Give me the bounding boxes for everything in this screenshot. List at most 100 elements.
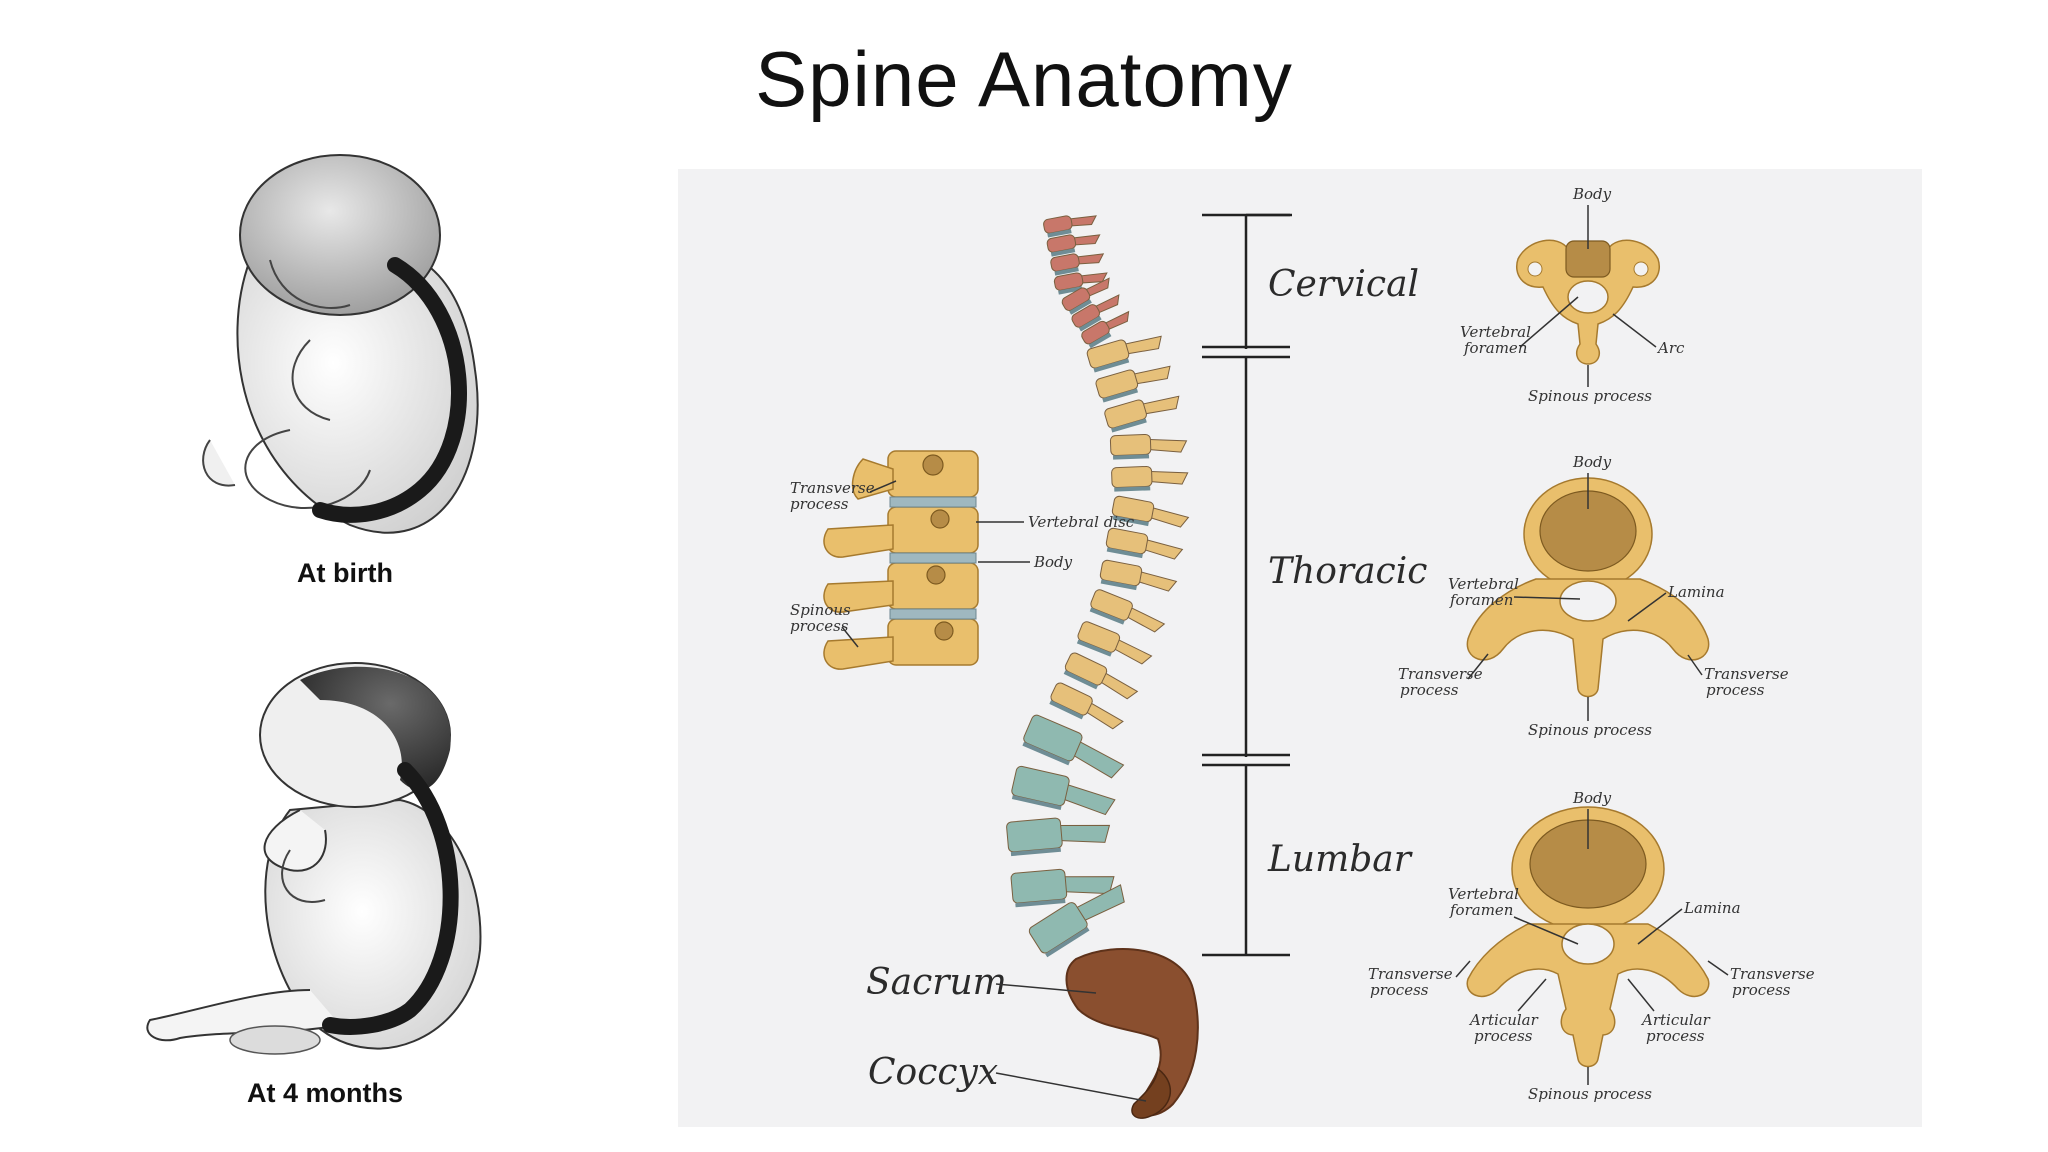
vertebra: [1053, 272, 1108, 295]
region-label-coccyx: Coccyx: [868, 1052, 998, 1093]
thoracic-transverse-right-label-2: process: [1706, 681, 1765, 699]
vertebra: [1022, 714, 1125, 779]
intervertebral-disc: [1050, 248, 1076, 257]
vertebra-body: [1061, 287, 1091, 311]
lumbar-transverse-left-label-2: process: [1370, 981, 1429, 999]
intervertebral-disc: [1089, 607, 1125, 625]
spine-diagram-panel: Cervical Thoracic Lumbar Sacrum Coccyx T…: [678, 169, 1922, 1127]
lumbar-transverse-left-label-1: Transverse: [1368, 965, 1453, 983]
cervical-body-label: Body: [1572, 185, 1612, 203]
vertebra: [1089, 589, 1166, 633]
intervertebral-disc: [1069, 299, 1092, 315]
region-label-lumbar: Lumbar: [1267, 839, 1413, 880]
thoracic-transverse-left-label-2: process: [1400, 681, 1459, 699]
lumbar-transverse-right-label-2: process: [1732, 981, 1791, 999]
vertebra: [1081, 310, 1130, 349]
side-spinous-label-2: process: [790, 617, 849, 635]
thoracic-spinous-label: Spinous process: [1528, 721, 1652, 739]
spine-diagram: Cervical Thoracic Lumbar Sacrum Coccyx T…: [790, 185, 1815, 1119]
coccyx-leader: [995, 1072, 1147, 1102]
vertebra: [1105, 527, 1184, 560]
thoracic-transverse-right-label-1: Transverse: [1704, 665, 1789, 683]
thoracic-vertebra-illustration: [1466, 477, 1710, 698]
vertebra: [1076, 621, 1153, 665]
cervical-spinous-label: Spinous process: [1528, 387, 1652, 405]
thoracic-foramen-label-1: Vertebral: [1448, 575, 1519, 593]
side-transverse-label-1: Transverse: [790, 479, 875, 497]
lumbar-articular-left-label-2: process: [1474, 1027, 1533, 1045]
lumbar-transverse-right-label-1: Transverse: [1730, 965, 1815, 983]
cervical-vertebra-illustration: [1516, 239, 1660, 365]
side-transverse-label-2: process: [790, 495, 849, 513]
cervical-foramen-label-2: foramen: [1463, 339, 1527, 357]
intervertebral-disc: [1011, 795, 1062, 811]
lumbar-lamina-label: Lamina: [1683, 899, 1741, 917]
thoracic-foramen-label-2: foramen: [1449, 591, 1513, 609]
side-view-vertebrae: [823, 450, 979, 670]
side-spinous-label-1: Spinous: [790, 601, 851, 619]
thoracic-body-label: Body: [1572, 453, 1612, 471]
vertebra: [1049, 682, 1124, 730]
intervertebral-disc: [1045, 927, 1090, 958]
infant-at-birth-caption: At birth: [297, 558, 393, 588]
infant-4-months-caption: At 4 months: [246, 1078, 403, 1108]
intervertebral-disc: [1076, 639, 1112, 657]
vertebra: [1011, 765, 1116, 816]
slide-title: Spine Anatomy: [755, 35, 1293, 123]
vertebra-body: [1109, 433, 1152, 457]
infant-at-birth-illustration: [202, 154, 479, 534]
vertebral-column: [1006, 215, 1190, 958]
intervertebral-disc: [1093, 358, 1130, 373]
region-label-sacrum: Sacrum: [866, 962, 1007, 1003]
vertebra: [1111, 465, 1189, 492]
infant-at-birth-figure: At birth: [180, 140, 510, 600]
vertebra: [1099, 559, 1178, 592]
vertebra: [1046, 234, 1101, 257]
lumbar-vertebra-illustration: [1466, 806, 1710, 1068]
infant-4-months-figure: At 4 months: [140, 660, 510, 1130]
vertebra: [1010, 868, 1115, 908]
lumbar-foramen-label-1: Vertebral: [1448, 885, 1519, 903]
side-vertebral-disc-label: Vertebral disc: [1028, 513, 1135, 531]
vertebra: [1028, 884, 1125, 958]
lumbar-articular-left-label-1: Articular: [1468, 1011, 1539, 1029]
region-label-thoracic: Thoracic: [1268, 551, 1427, 592]
vertebra-spinous-process: [1056, 824, 1111, 843]
lumbar-articular-right-label-1: Articular: [1640, 1011, 1711, 1029]
vertebra: [1061, 277, 1110, 315]
vertebra: [1071, 294, 1120, 332]
vertebra: [1104, 395, 1180, 433]
sacrum-leader: [995, 983, 1097, 994]
intervertebral-disc: [1054, 267, 1079, 276]
lumbar-body-label: Body: [1572, 789, 1612, 807]
intervertebral-disc: [1058, 286, 1083, 295]
intervertebral-disc: [1015, 898, 1066, 908]
vertebra: [1109, 433, 1188, 460]
region-label-cervical: Cervical: [1268, 264, 1419, 305]
lumbar-foramen-label-2: foramen: [1449, 901, 1513, 919]
intervertebral-disc: [1010, 847, 1061, 857]
intervertebral-disc: [1106, 547, 1143, 559]
infant-4-months-illustration: [146, 662, 482, 1055]
side-body-label: Body: [1033, 553, 1073, 571]
vertebra-spinous-process: [1060, 783, 1116, 816]
vertebra: [1063, 652, 1139, 700]
vertebra-body: [1111, 465, 1153, 489]
intervertebral-disc: [1022, 741, 1070, 766]
intervertebral-disc: [1088, 332, 1112, 349]
vertebra: [1006, 817, 1111, 857]
intervertebral-disc: [1112, 454, 1150, 460]
coccyx-shape: [1131, 1067, 1172, 1119]
vertebra-body: [1043, 215, 1073, 234]
lumbar-articular-right-label-2: process: [1646, 1027, 1705, 1045]
intervertebral-disc: [1100, 579, 1137, 591]
intervertebral-disc: [1049, 700, 1084, 720]
vertebra: [1111, 495, 1190, 528]
vertebra-body: [1081, 320, 1110, 345]
intervertebral-disc: [1111, 418, 1147, 433]
intervertebral-disc: [1078, 315, 1102, 332]
intervertebral-disc: [1112, 515, 1149, 527]
vertebra: [1095, 365, 1171, 403]
vertebra-spinous-process: [1145, 438, 1188, 453]
intervertebral-disc: [1047, 229, 1072, 238]
